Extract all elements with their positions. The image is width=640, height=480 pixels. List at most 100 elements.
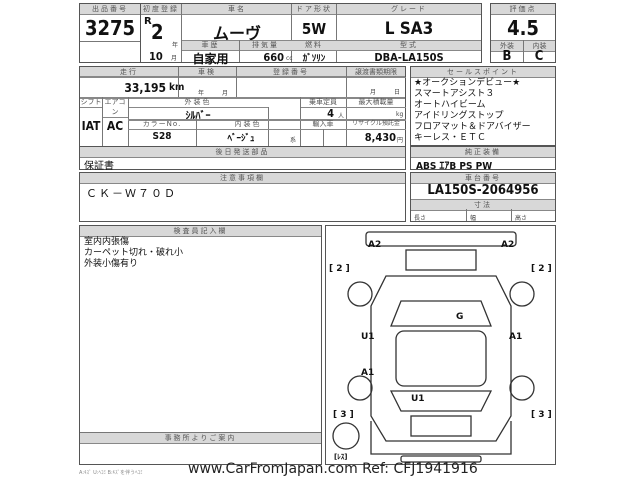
damage-mark: U1 <box>411 394 425 404</box>
insp-month-unit: 月 <box>222 90 229 97</box>
sales-item: アイドリングストップ <box>414 111 504 121</box>
vehicle-box: 初度登録 R 2 年 10 月 車名 ムーヴ ドア形状 5W グレード L SA… <box>140 3 482 66</box>
usage: 自家用 <box>192 52 229 66</box>
score-label: 評価点 <box>491 4 555 15</box>
sales-item: キーレス・ＥＴＣ <box>414 133 487 143</box>
mileage-unit: km <box>169 82 185 93</box>
yen-unit: 円 <box>397 137 404 144</box>
transfer-label: 譲渡書類期限 <box>346 67 406 78</box>
insp-year-unit: 年 <box>198 90 205 97</box>
sales-list: ★オークションデビュー★ スマートアシスト３ オートハイビーム アイドリングスト… <box>414 78 531 144</box>
damage-mark: U1 <box>361 332 375 342</box>
displacement: 660 <box>263 51 284 64</box>
month-unit: 月 <box>171 55 178 62</box>
mileage: 33,195 <box>124 81 166 95</box>
parts-label: 後日発送部品 <box>80 147 405 158</box>
door-label: ドア形状 <box>292 4 336 15</box>
lot-number: 3275 <box>84 16 136 40</box>
score-box: 評価点 4.5 外装 内装 B C <box>490 3 556 64</box>
ext-grade: B <box>502 49 512 64</box>
inspector-notes: 室内内張傷 カーペット切れ・破れ小 外装小傷有り <box>84 237 183 270</box>
fuel: ｶﾞｿﾘﾝ <box>302 54 326 64</box>
shift: IAT <box>81 119 101 133</box>
interior-unit: 系 <box>290 137 297 144</box>
tr-day-unit: 日 <box>394 89 401 96</box>
int-grade: C <box>534 49 544 64</box>
year-unit: 年 <box>172 42 179 49</box>
inspector-label: 検査員記入欄 <box>80 226 321 237</box>
office-label: 事務所よりご案内 <box>80 432 321 444</box>
kg-unit: kg <box>396 111 404 118</box>
inspector-line: カーペット切れ・破れ小 <box>84 248 184 258</box>
interior-color: ﾍﾞｰｼﾞｭ <box>227 134 255 144</box>
model-label: 型式 <box>337 40 481 51</box>
ac: AC <box>106 119 124 133</box>
reg-year: 2 <box>151 20 164 44</box>
fuel-label: 燃料 <box>292 40 336 51</box>
color-label: 外装色 <box>128 97 268 108</box>
chassis-box: 車台番号 LA150S-2064956 寸法 長さ 幅 高さ <box>410 172 556 222</box>
tr-month-unit: 月 <box>370 89 377 96</box>
usage-label: 車歴 <box>182 40 239 51</box>
dim-label: 寸法 <box>411 199 555 211</box>
damage-mark: A1 <box>361 368 375 378</box>
inspector-line: 外装小傷有り <box>84 259 139 269</box>
cc-unit: cc <box>286 55 293 62</box>
car-name: ムーヴ <box>212 24 261 43</box>
mileage-label: 走行 <box>80 67 178 78</box>
door: 5W <box>301 20 327 38</box>
recycle-fee: 8,430 <box>364 131 396 144</box>
sales-item: ★オークションデビュー★ <box>414 78 521 88</box>
inspector-line: 室内内張傷 <box>84 237 130 247</box>
equip-label: 純正装備 <box>411 147 555 158</box>
height-label: 高さ <box>515 215 528 222</box>
seats-unit: 人 <box>338 113 345 120</box>
seats-label: 乗車定員 <box>300 97 346 108</box>
lot-box: 出品番号 3275 <box>79 3 141 63</box>
model-code: DBA-LA150S <box>374 51 444 64</box>
ext-label: 外装 <box>491 40 523 52</box>
seats: 4 <box>327 107 334 120</box>
sales-item: オートハイビーム <box>414 100 486 110</box>
exterior-color: ｼﾙﾊﾞｰ <box>185 111 211 122</box>
spec-box: 走行 車検 登録番号 譲渡書類期限 33,195 km 年 月 月 日 シフト … <box>79 66 406 147</box>
shift-label: シフト <box>80 98 102 108</box>
notes-value: ＣＫ－Ｗ７０Ｄ <box>86 187 177 200</box>
chassis-label: 車台番号 <box>411 173 555 184</box>
sales-label: セールスポイント <box>411 67 555 78</box>
sales-item: フロアマット＆ドアバイザー <box>414 122 531 132</box>
reg-label: 初度登録 <box>141 4 181 15</box>
plate-label: 登録番号 <box>236 67 346 78</box>
equipment-box: 純正装備 ABS ｴｱB PS PW <box>410 146 556 172</box>
sales-points-box: セールスポイント ★オークションデビュー★ スマートアシスト３ オートハイビーム… <box>410 66 556 146</box>
damage-mark: A2 <box>368 240 382 250</box>
cc-label: 排気量 <box>239 40 292 51</box>
length-label: 長さ <box>414 215 427 222</box>
notes-label: 注意事項欄 <box>80 173 405 184</box>
damage-mark: [ 2 ] <box>531 264 552 274</box>
score: 4.5 <box>507 16 539 40</box>
car-outline <box>332 231 535 463</box>
ac-label: エアコン <box>102 97 128 118</box>
recycle-label: リサイクル預託金 <box>346 119 406 130</box>
lot-label: 出品番号 <box>80 4 140 15</box>
equip-value: ABS ｴｱB PS PW <box>416 161 493 172</box>
damage-mark: A1 <box>509 332 523 342</box>
inspection-label: 車検 <box>178 67 236 78</box>
reg-month: 10 <box>149 50 163 63</box>
parts-box: 後日発送部品 保証書 <box>79 146 406 172</box>
damage-mark: G <box>456 312 464 322</box>
chassis-number: LA150S-2064956 <box>427 183 539 198</box>
interior-label: 内装色 <box>196 119 300 130</box>
color-no: S28 <box>152 131 172 142</box>
watermark: www.CarFromJapan.com Ref: CFJ1941916 <box>188 461 478 477</box>
grade-label: グレード <box>337 4 481 15</box>
sales-item: スマートアシスト３ <box>414 89 495 99</box>
damage-mark: A2 <box>501 240 515 250</box>
damage-mark: [ﾚｽ] <box>334 453 348 461</box>
damage-mark: [ 2 ] <box>329 264 350 274</box>
inspector-box: 検査員記入欄 室内内張傷 カーペット切れ・破れ小 外装小傷有り 事務所よりご案内 <box>79 225 322 465</box>
name-label: 車名 <box>182 4 292 15</box>
legend-text: A:ｷｽﾞ U:ﾍｺﾐ B:ｷｽﾞを伴うﾍｺﾐ <box>79 470 143 476</box>
damage-mark: [ 3 ] <box>333 410 354 420</box>
